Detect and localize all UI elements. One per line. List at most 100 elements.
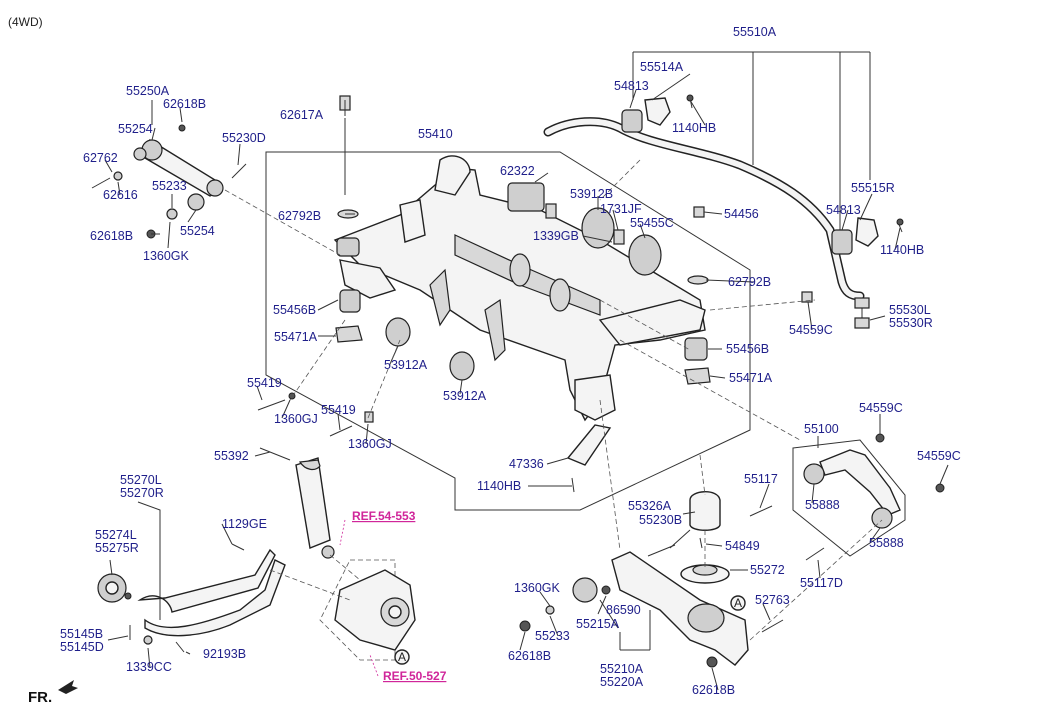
label-1360gj: 1360GJ [348, 437, 392, 451]
label-55530l: 55530L [889, 303, 931, 317]
label-1731jf: 1731JF [600, 202, 642, 216]
label-55270r: 55270R [120, 486, 164, 500]
stabilizer-bushing-right [831, 217, 879, 255]
label-1140hb: 1140HB [880, 243, 924, 257]
label-55392: 55392 [214, 449, 249, 463]
label-1360gk: 1360GK [514, 581, 561, 595]
label-55455c: 55455C [630, 216, 674, 230]
label-55456b: 55456B [726, 342, 769, 356]
lower-arm: A [519, 537, 784, 668]
label-55270l: 55270L [120, 473, 162, 487]
label-55117: 55117 [744, 472, 778, 486]
label-62792b: 62792B [728, 275, 771, 289]
leader-lines [104, 73, 949, 691]
label-55254: 55254 [118, 122, 153, 136]
label-62617a: 62617A [280, 108, 324, 122]
label-55471a: 55471A [729, 371, 773, 385]
label-54559c: 54559C [917, 449, 961, 463]
label-47336: 47336 [509, 457, 544, 471]
label-55326a: 55326A [628, 499, 672, 513]
label-54456: 54456 [724, 207, 759, 221]
label-55275r: 55275R [95, 541, 139, 555]
label-55233: 55233 [152, 179, 187, 193]
ref-link-50-527[interactable]: REF.50-527 [383, 669, 447, 683]
knuckle-ref: A [319, 559, 416, 665]
label-55274l: 55274L [95, 528, 137, 542]
label-55230b: 55230B [639, 513, 682, 527]
assembly-lines [224, 159, 883, 677]
label-55530r: 55530R [889, 316, 933, 330]
label-1360gj: 1360GJ [274, 412, 318, 426]
upper-arm-55100 [749, 433, 945, 561]
arrow-icon [58, 680, 78, 694]
label-55210a: 55210A [600, 662, 644, 676]
label-55233: 55233 [535, 629, 570, 643]
label-55220a: 55220A [600, 675, 644, 689]
subframe-55410 [333, 155, 706, 422]
stabilizer-bushing-left [621, 97, 671, 133]
label-62616: 62616 [103, 188, 138, 202]
label-55272: 55272 [750, 563, 785, 577]
label-62762: 62762 [83, 151, 118, 165]
label-55230d: 55230D [222, 131, 266, 145]
part-labels: 55510A 55514A 54813 1140HB 55250A 62618B… [60, 25, 961, 697]
label-55419: 55419 [247, 376, 282, 390]
marker-a-right [730, 595, 746, 611]
label-1339gb: 1339GB [533, 229, 579, 243]
label-55888: 55888 [805, 498, 840, 512]
label-55410: 55410 [418, 127, 453, 141]
variant-label: (4WD) [8, 15, 43, 29]
label-1140hb: 1140HB [477, 479, 521, 493]
label-52763: 52763 [755, 593, 790, 607]
trailing-arm [97, 543, 286, 653]
label-54559c: 54559C [789, 323, 833, 337]
marker-a-left [394, 649, 410, 665]
label-62792b: 62792B [278, 209, 321, 223]
label-1339cc: 1339CC [126, 660, 172, 674]
label-54849: 54849 [725, 539, 760, 553]
label-55215a: 55215A [576, 617, 620, 631]
label-55145b: 55145B [60, 627, 103, 641]
label-62618b: 62618B [508, 649, 551, 663]
label-55419: 55419 [321, 403, 356, 417]
label-86590: 86590 [606, 603, 641, 617]
label-1129ge: 1129GE [222, 517, 267, 531]
label-55145d: 55145D [60, 640, 104, 654]
label-55254: 55254 [180, 224, 215, 238]
label-54813: 54813 [826, 203, 861, 217]
svg-text:A: A [734, 596, 742, 610]
label-62322: 62322 [500, 164, 535, 178]
label-54813: 54813 [614, 79, 649, 93]
front-label: FR. [28, 689, 52, 706]
label-62618b: 62618B [163, 97, 206, 111]
label-1360gk: 1360GK [143, 249, 190, 263]
label-55888: 55888 [869, 536, 904, 550]
shock-absorber [259, 447, 335, 559]
label-55471a: 55471A [274, 330, 318, 344]
ref-link-54-553[interactable]: REF.54-553 [352, 509, 416, 523]
label-53912a: 53912A [443, 389, 487, 403]
label-55515r: 55515R [851, 181, 895, 195]
stabilizer-link [801, 291, 870, 329]
label-55514a: 55514A [640, 60, 684, 74]
label-55250a: 55250A [126, 84, 170, 98]
label-53912b: 53912B [570, 187, 613, 201]
spring-seat [680, 491, 730, 584]
label-55456b: 55456B [273, 303, 316, 317]
label-53912a: 53912A [384, 358, 428, 372]
subframe-bushings [335, 95, 711, 493]
stabilizer-bar-group [543, 51, 904, 329]
label-92193b: 92193B [203, 647, 246, 661]
label-55100: 55100 [804, 422, 839, 436]
label-1140hb: 1140HB [672, 121, 716, 135]
label-54559c: 54559C [859, 401, 903, 415]
front-direction: FR. [28, 680, 78, 706]
label-62618b: 62618B [90, 229, 133, 243]
subframe-outline [265, 151, 751, 511]
label-55117d: 55117D [800, 576, 843, 590]
upper-arm-55250a [91, 124, 247, 239]
label-62618b: 62618B [692, 683, 735, 697]
svg-text:A: A [398, 650, 406, 664]
label-55510a: 55510A [733, 25, 777, 39]
